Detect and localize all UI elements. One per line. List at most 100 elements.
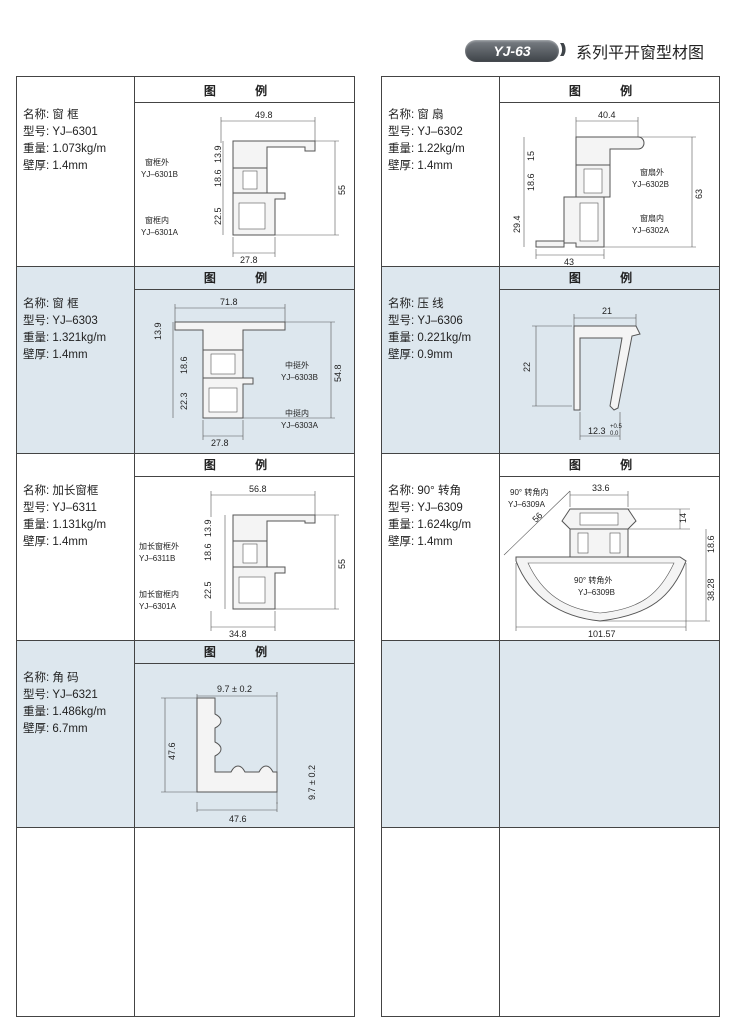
legend-header: 图 例 <box>500 79 719 103</box>
dim-label: 38.28 <box>706 578 716 601</box>
profile-drawing-6321: 9.7 ± 0.2 47.6 9.7 ± 0.2 47.6 <box>161 684 317 824</box>
dim-label: 101.57 <box>588 629 616 639</box>
spec-weight: 重量: 1.321kg/m <box>23 332 107 344</box>
part-label: YJ–6301A <box>141 228 179 237</box>
part-label: 窗扇外 <box>640 167 664 177</box>
legend-header: 图 例 <box>135 79 354 103</box>
dim-label: 55 <box>337 185 347 195</box>
dim-label: 13.9 <box>203 519 213 537</box>
dim-label: 18.6 <box>213 169 223 187</box>
part-label: YJ–6311B <box>139 554 175 563</box>
part-label: 90° 转角外 <box>574 575 612 585</box>
part-label: YJ–6309B <box>578 588 615 597</box>
dim-label: 18.6 <box>526 173 536 191</box>
chevron-icon: )) <box>560 40 567 56</box>
spec-name: 名称: 加长窗框 <box>23 485 99 497</box>
spec-weight: 重量: 1.22kg/m <box>388 143 465 155</box>
part-label: YJ–6302A <box>632 226 670 235</box>
dim-label: 47.6 <box>229 814 247 824</box>
dim-label: 63 <box>694 189 704 199</box>
spec-wall: 壁厚: 1.4mm <box>388 160 453 172</box>
dim-label: 34.8 <box>229 629 247 639</box>
dim-label: 55 <box>337 559 347 569</box>
part-label: 中挺内 <box>285 408 309 418</box>
legend-header: 图 例 <box>500 453 719 477</box>
dim-label: 71.8 <box>220 297 238 307</box>
part-label: YJ–6303B <box>281 373 318 382</box>
dim-label: 12.3 <box>588 426 606 436</box>
part-label: 中挺外 <box>285 360 309 370</box>
dim-label: 13.9 <box>213 145 223 163</box>
page-header: YJ-63 )) 系列平开窗型材图 <box>0 38 737 66</box>
part-label: YJ–6301B <box>141 170 178 179</box>
profile-drawing-6311: 56.8 13.9 18.6 22.5 55 34.8 加长窗框外 YJ–631… <box>139 484 347 639</box>
spec-wall: 壁厚: 1.4mm <box>388 536 453 548</box>
part-label: 加长窗框内 <box>139 589 179 599</box>
spec-name: 名称: 90° 转角 <box>388 485 461 497</box>
dim-label: 22.5 <box>203 581 213 599</box>
dim-label: +0.5 <box>610 424 623 430</box>
dim-label: 18.6 <box>179 356 189 374</box>
legend-header: 图 例 <box>135 266 354 290</box>
dim-label: 13.9 <box>153 322 163 340</box>
dim-label: 27.8 <box>240 255 258 265</box>
dim-label: 9.7 ± 0.2 <box>217 684 252 694</box>
part-label: YJ–6301A <box>139 602 177 611</box>
spec-model: 型号: YJ–6303 <box>23 315 98 327</box>
page-title: 系列平开窗型材图 <box>576 45 705 62</box>
dim-label: 27.8 <box>211 438 229 448</box>
spec-model: 型号: YJ–6302 <box>388 126 463 138</box>
dim-label: 29.4 <box>512 215 522 233</box>
spec-wall: 壁厚: 1.4mm <box>23 349 88 361</box>
left-column: 图 例 图 例 图 例 图 例 名称: 窗 框 型号: YJ–6301 重量: … <box>16 76 355 1017</box>
dim-label: 56 <box>530 510 544 524</box>
dim-label: 15 <box>526 151 536 161</box>
spec-model: 型号: YJ–6309 <box>388 502 463 514</box>
dim-label: 18.6 <box>203 543 213 561</box>
spec-name: 名称: 窗 框 <box>23 298 79 310</box>
part-label: YJ–6309A <box>508 500 546 509</box>
dim-label: 9.7 ± 0.2 <box>307 765 317 800</box>
spec-name: 名称: 角 码 <box>23 672 79 684</box>
spec-name: 名称: 窗 扇 <box>388 109 444 121</box>
part-label: YJ–6303A <box>281 421 319 430</box>
profile-drawing-6309: 33.6 56 14 18.6 38.28 101.57 90° 转角内 YJ–… <box>503 483 716 639</box>
dim-label: 40.4 <box>598 110 616 120</box>
spec-wall: 壁厚: 1.4mm <box>23 160 88 172</box>
part-label: 90° 转角内 <box>510 487 548 497</box>
spec-model: 型号: YJ–6301 <box>23 126 98 138</box>
dim-label: 21 <box>602 306 612 316</box>
part-label: YJ–6302B <box>632 180 669 189</box>
dim-label: 54.8 <box>333 364 343 382</box>
dim-label: 0.0 <box>610 431 619 437</box>
series-badge: YJ-63 <box>465 40 559 62</box>
right-column: 图 例 图 例 图 例 名称: 窗 扇 型号: YJ–6302 重量: 1.22… <box>381 76 720 1017</box>
spec-weight: 重量: 0.221kg/m <box>388 332 472 344</box>
dim-label: 14 <box>678 513 688 523</box>
spec-model: 型号: YJ–6311 <box>23 502 97 514</box>
profile-drawing-6302: 40.4 15 18.6 29.4 63 43 窗扇外 YJ–6302B 窗扇内… <box>512 110 704 267</box>
dim-label: 22 <box>522 362 532 372</box>
dim-label: 56.8 <box>249 484 267 494</box>
dim-label: 18.6 <box>706 535 716 553</box>
spec-weight: 重量: 1.131kg/m <box>23 519 107 531</box>
spec-name: 名称: 窗 框 <box>23 109 79 121</box>
spec-wall: 壁厚: 6.7mm <box>23 723 88 735</box>
spec-weight: 重量: 1.486kg/m <box>23 706 107 718</box>
dim-label: 49.8 <box>255 110 273 120</box>
profile-drawing-6301: 49.8 13.9 18.6 22.5 55 27.8 窗框外 YJ–6301B… <box>141 110 347 265</box>
dim-label: 22.3 <box>179 392 189 410</box>
part-label: 加长窗框外 <box>139 541 179 551</box>
dim-label: 47.6 <box>167 742 177 760</box>
part-label: 窗框内 <box>145 215 169 225</box>
profile-drawing-6303: 71.8 13.9 18.6 22.3 54.8 27.8 中挺外 YJ–630… <box>153 297 343 448</box>
spec-wall: 壁厚: 1.4mm <box>23 536 88 548</box>
spec-weight: 重量: 1.073kg/m <box>23 143 107 155</box>
part-label: 窗框外 <box>145 157 169 167</box>
spec-weight: 重量: 1.624kg/m <box>388 519 472 531</box>
legend-header: 图 例 <box>135 453 354 477</box>
legend-header: 图 例 <box>135 640 354 664</box>
spec-name: 名称: 压 线 <box>388 298 444 310</box>
legend-header: 图 例 <box>500 266 719 290</box>
spec-wall: 壁厚: 0.9mm <box>388 349 453 361</box>
